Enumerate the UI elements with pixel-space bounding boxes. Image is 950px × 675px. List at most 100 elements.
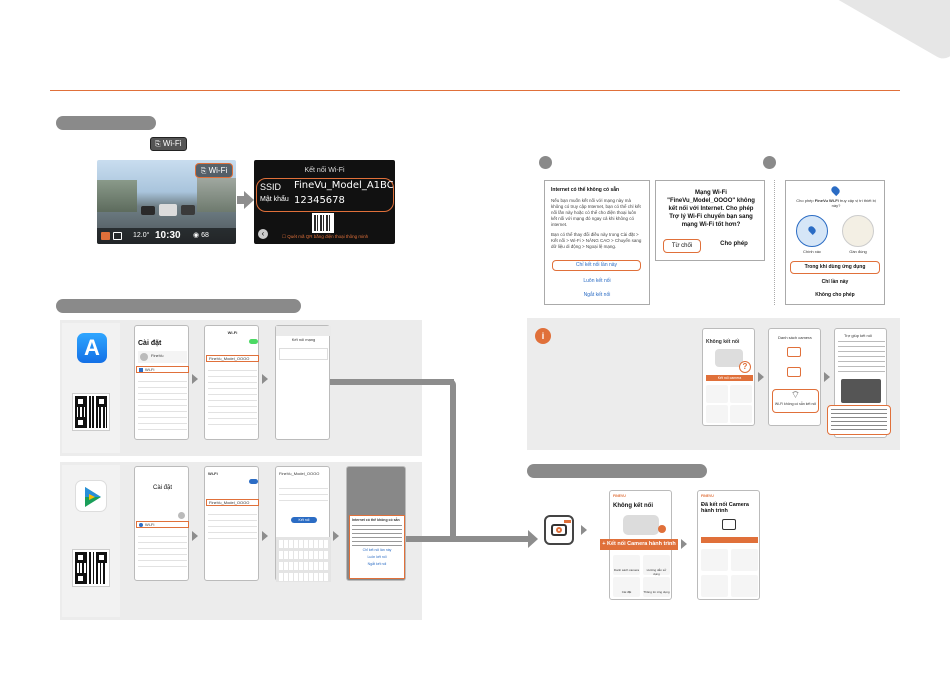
android-selected-network[interactable]: FineVu_Model_OOOO [206,499,259,506]
app-store-icon[interactable]: A [77,333,107,363]
app-tile[interactable] [731,575,758,597]
camera-live-screen: ⎘ Wi-Fi 12.0° 10:30 ◉ 68 [97,160,236,244]
android-password-title: FineVu_Model_OOOO [279,471,320,476]
tip-arrow-1 [758,372,764,382]
android-wifi-row-label: Wi-Fi [145,522,155,527]
precise-label: Chính xác [802,249,821,254]
connect-dashcam-button[interactable]: + Kết nối Camera hành trình [600,539,678,550]
ios-dialog-line5: mạng Wi-Fi tốt hơn? [681,222,741,228]
location-deny-button[interactable]: Không cho phép [815,292,855,298]
android-keyboard[interactable] [276,537,331,582]
location-only-once-button[interactable]: Chỉ lần này [821,279,849,285]
ios-join-title: Kết nối mạng [291,337,316,342]
qr-hint-text: Quét mã QR bằng điện thoại thông minh [287,234,369,239]
ios-selected-network[interactable]: FineVu_Model_OOOO [206,355,259,362]
ios-network-list [208,365,257,425]
wifi-toggle[interactable] [249,339,258,344]
camera-icon [787,347,801,357]
back-icon[interactable]: ‹ [258,229,268,239]
warning-icon [658,525,666,533]
location-while-using-button[interactable]: Trong khi dùng ứng dụng [790,261,880,274]
approx-location-map[interactable] [842,215,874,247]
android-mini-dialog-keep[interactable]: Chỉ kết nối lần này [362,548,392,552]
android-mini-dialog-always[interactable]: Luôn kết nối [367,555,387,559]
ssid-password-highlight [256,178,394,212]
android-dialog-once-button[interactable]: Chỉ kết nối lần này [552,260,641,271]
location-question-app: FineVu Wi-Fi [814,198,839,203]
wifi-icon [139,523,143,527]
ssid-label: SSID [260,182,282,192]
question-icon[interactable]: ? [739,361,751,373]
tile[interactable] [730,385,752,403]
car-image [715,349,743,367]
tile[interactable] [706,385,728,403]
ios-wifi-assist-dialog: Mạng Wi-Fi "FineVu_Model_OOOO" không kết… [655,180,765,261]
ios-dialog-deny-button[interactable]: Từ chối [663,239,701,253]
approx-label: Gần đúng [849,249,867,254]
android-mini-dialog-disconnect[interactable]: Ngắt kết nối [367,562,387,566]
ssid-value: FineVu_Model_A1BCD2 [294,180,393,191]
location-question: Cho phép FineVu Wi-Fi truy cập vị trí th… [792,198,880,208]
app-tile[interactable] [701,549,728,571]
android-dialog-body: Nếu bạn muốn kết nối với mạng này mà khô… [551,198,641,227]
ios-profile-row[interactable]: FineVu [138,351,187,363]
tip-no-wifi-highlight[interactable]: ⌔ Wi-Fi không có sẵn kết nối [772,389,819,413]
app-tile-settings[interactable]: Cài đặt [613,577,640,597]
tip-no-wifi-text: Wi-Fi không có sẵn kết nối [774,402,817,406]
precise-location-map[interactable] [796,215,828,247]
tip-guide-title: Trợ giúp kết nối [844,333,872,338]
app-tile-camera-list[interactable]: Danh sách camera [613,555,640,575]
prompt-separator [774,180,775,305]
android-internet-dialog: Internet có thể không có sẵn Nếu bạn muố… [544,180,650,305]
camera-wifi-label: Wi-Fi [208,166,228,175]
tip-guide-steps [838,341,885,375]
tip-camera-list-screen: Danh sách camera ⌔ Wi-Fi không có sẵn kế… [768,328,821,426]
step-badge-location [763,156,776,169]
camera-icon [787,367,801,377]
play-store-qr-code [72,549,110,587]
android-wifi-row[interactable]: Wi-Fi [136,521,189,528]
android-connect-button[interactable]: Kết nối [291,517,317,523]
android-dialog-highlight: Internet có thể không có sẵn Chỉ kết nối… [349,515,405,579]
tip-app-home-screen: Không kết nối ? Kết nối camera [702,328,755,426]
password-label: Mật khẩu [260,196,289,203]
tile[interactable] [706,405,728,423]
ios-arrow-2 [262,374,268,384]
app-connected-title-line1: Đã kết nối Camera [701,502,749,508]
tip-guide-screen: Trợ giúp kết nối [827,328,891,438]
finevu-app-icon[interactable] [544,515,574,545]
android-connector-horizontal [406,536,530,542]
tip-arrow-2 [824,372,830,382]
section-pill-step1 [56,116,156,130]
live-view-button[interactable] [701,537,758,543]
tip-guide-highlight [827,405,891,435]
wifi-toggle[interactable] [249,479,258,484]
camera-wifi-icon-highlight[interactable]: ⎘ Wi-Fi [195,163,233,178]
password-value: 12345678 [294,195,345,206]
android-wifi-screen: Wi-Fi FineVu_Model_OOOO [204,466,259,581]
app-brand: FINEVU [701,494,714,498]
page-corner-tab [817,0,950,63]
android-dialog-disconnect-button[interactable]: Ngắt kết nối [583,292,611,298]
count-value: 68 [201,232,209,239]
tip-connect-button[interactable]: Kết nối camera [706,375,753,381]
ios-dialog-message: Mạng Wi-Fi "FineVu_Model_OOOO" không kết… [656,189,766,229]
header-rule [50,90,900,91]
app-tile[interactable] [731,549,758,571]
section-pill-step2 [56,299,301,313]
android-dialog-always-button[interactable]: Luôn kết nối [583,278,611,284]
app-tile[interactable] [701,575,728,597]
location-question-pre: Cho phép [796,198,815,203]
app-tile-info[interactable]: Thông tin ứng dụng [643,577,670,597]
avatar [140,353,148,361]
ios-wifi-screen: Wi-Fi FineVu_Model_OOOO [204,325,259,440]
play-store-icon[interactable] [75,480,107,512]
ios-wifi-row[interactable]: Wi-Fi [136,366,189,373]
ios-dialog-allow-button[interactable]: Cho phép [720,241,748,247]
wifi-icon [139,368,143,372]
android-dialog-title: Internet có thể không có sẵn [551,187,620,193]
ios-profile-name: FineVu [151,353,164,358]
tile[interactable] [730,405,752,423]
android-network-list [208,509,257,539]
app-tile-guide[interactable]: Hướng dẫn sử dụng [643,555,670,576]
